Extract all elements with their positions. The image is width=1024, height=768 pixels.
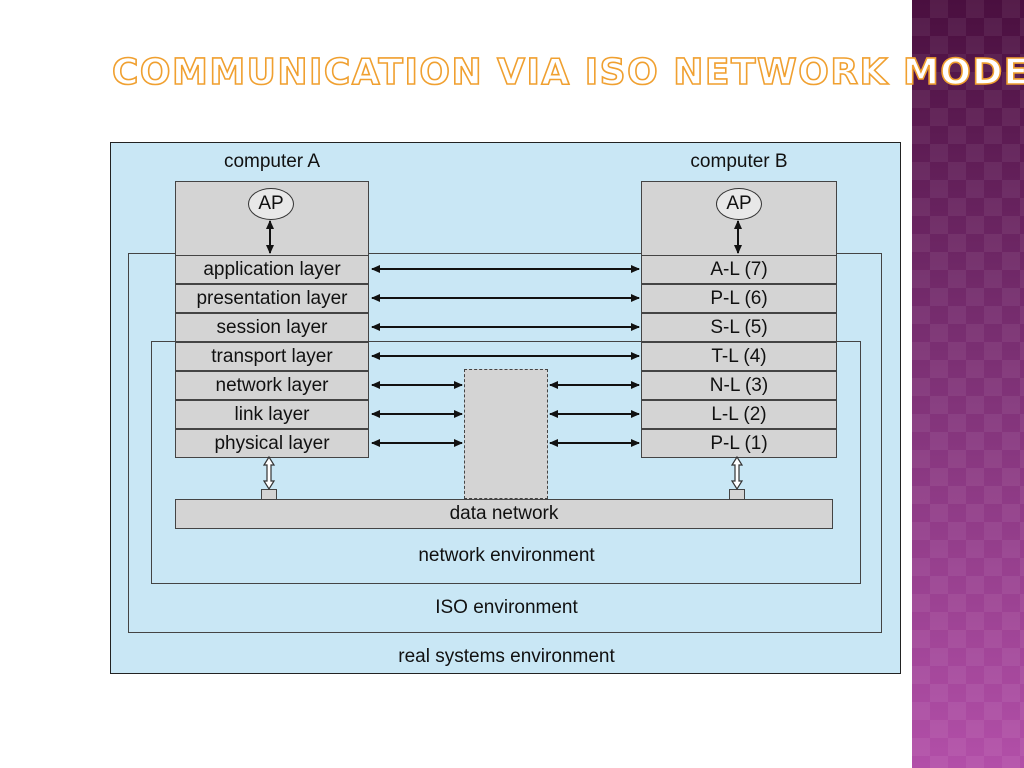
a-physical-to-network-hollow-arrow xyxy=(262,455,276,491)
a-physical-layer: physical layer xyxy=(175,429,369,458)
network-environment-boundary xyxy=(151,341,861,584)
b-layer-1: P-L (1) xyxy=(641,429,837,458)
computer-b-ap-node: AP xyxy=(716,188,762,220)
b-layer-7: A-L (7) xyxy=(641,255,837,284)
b-physical-to-network-hollow-arrow xyxy=(730,455,744,491)
real-systems-environment-label: real systems environment xyxy=(398,646,615,667)
b-layer-5: S-L (5) xyxy=(641,313,837,342)
network-environment-label: network environment xyxy=(418,545,595,566)
iso-environment-boundary xyxy=(128,253,882,633)
a-network-layer: network layer xyxy=(175,371,369,400)
iso-model-diagram: data network computer A AP application l… xyxy=(110,142,901,674)
computer-b-label: computer B xyxy=(690,151,788,172)
slide-title: Communication via ISO Network Model xyxy=(111,51,1024,94)
a-session-layer: session layer xyxy=(175,313,369,342)
b-layer-3: N-L (3) xyxy=(641,371,837,400)
b-layer-6: P-L (6) xyxy=(641,284,837,313)
a-application-layer: application layer xyxy=(175,255,369,284)
a-presentation-layer: presentation layer xyxy=(175,284,369,313)
computer-a-stack: AP application layer presentation layer … xyxy=(175,181,369,458)
b-layer-4: T-L (4) xyxy=(641,342,837,371)
arrows-layer xyxy=(262,220,744,491)
b-layer-2: L-L (2) xyxy=(641,400,837,429)
a-link-layer: link layer xyxy=(175,400,369,429)
a-transport-layer: transport layer xyxy=(175,342,369,371)
computer-a-label: computer A xyxy=(223,151,321,172)
iso-environment-label: ISO environment xyxy=(435,597,578,618)
data-network-bar: data network xyxy=(175,499,833,529)
intermediate-network-node xyxy=(464,369,548,499)
decorative-side-band xyxy=(912,0,1024,768)
computer-a-ap-node: AP xyxy=(248,188,294,220)
